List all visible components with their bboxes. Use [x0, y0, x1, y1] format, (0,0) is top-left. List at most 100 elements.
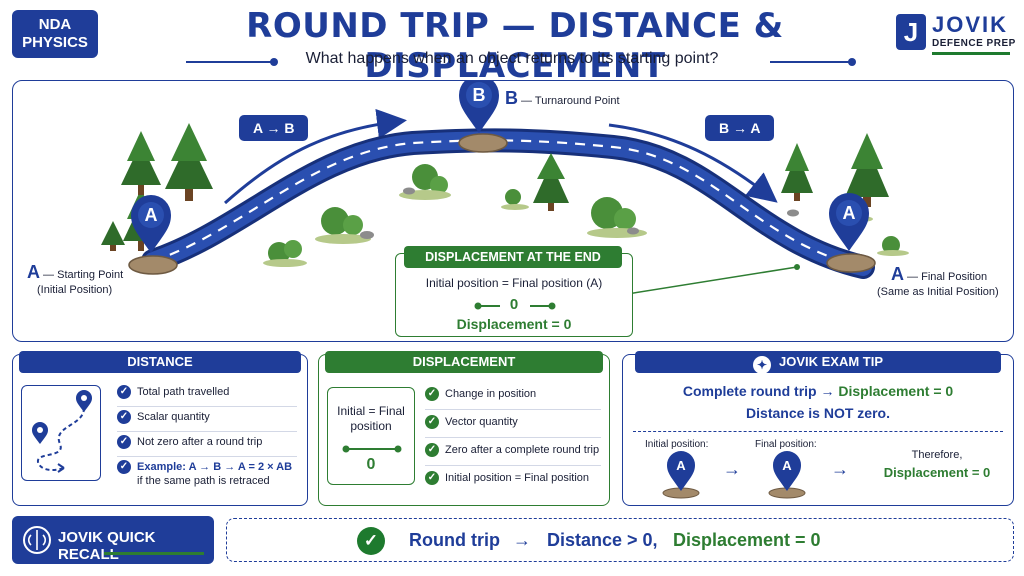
- bush-icon: [399, 164, 451, 200]
- pin-a-final-letter: A: [843, 203, 856, 223]
- displacement-card: DISPLACEMENT Initial = Final position 0 …: [318, 351, 610, 506]
- check-icon: ✓: [117, 385, 131, 399]
- example-text: A → B → A = 2 × AB: [185, 461, 293, 473]
- check-circle-icon: ✓: [357, 527, 385, 555]
- tree-icon: [781, 143, 813, 201]
- platform-a-final: [826, 253, 876, 273]
- divider: [425, 437, 601, 438]
- summary-round-trip: Round trip: [409, 530, 500, 550]
- subtitle-dot-left: [270, 58, 278, 66]
- summary-box: ✓ Round trip → Distance > 0, Displacemen…: [226, 518, 1014, 562]
- divider: [117, 406, 297, 407]
- start-point-label: A — Starting Point (Initial Position): [27, 262, 124, 298]
- final-position-label: Final position:: [755, 439, 817, 450]
- round-trip-scene: A B A A → B B → A A — Starting Point (In…: [12, 80, 1014, 342]
- rock-icon: [787, 209, 799, 217]
- displacement-mini-box: Initial = Final position 0: [327, 387, 415, 485]
- divider: [117, 431, 297, 432]
- platform-a-start: [128, 255, 178, 275]
- badge-line2: PHYSICS: [22, 34, 88, 51]
- brain-icon: [23, 526, 51, 554]
- list-item: ✓Initial position = Final position: [425, 471, 605, 485]
- distance-card-header: DISTANCE: [19, 351, 301, 373]
- map-pin-icon: A: [131, 195, 171, 253]
- divider: [425, 465, 601, 466]
- final-label2: (Same as Initial Position): [877, 286, 999, 298]
- list-item: ✓Total path travelled: [117, 385, 303, 399]
- rock-icon: [403, 187, 415, 195]
- pin-b-letter: B: [473, 85, 486, 105]
- displacement-at-end-zero: 0: [509, 296, 519, 313]
- start-label2: (Initial Position): [37, 284, 113, 296]
- start-label1: — Starting Point: [40, 269, 124, 281]
- tip-pin-initial-letter: A: [676, 458, 686, 473]
- final-point-label: A — Final Position (Same as Initial Posi…: [877, 265, 999, 300]
- tip-line2: Distance is NOT zero.: [746, 405, 890, 421]
- bush-icon: [263, 240, 307, 267]
- displacement-at-end-result: Displacement = 0: [456, 316, 572, 332]
- displacement-card-header: DISPLACEMENT: [325, 351, 603, 373]
- bush-icon: [877, 236, 909, 256]
- logo-mark-icon: J: [896, 14, 926, 50]
- list-item: ✓Change in position: [425, 387, 605, 401]
- list-item: ✓Scalar quantity: [117, 410, 303, 424]
- logo-underline: [932, 52, 1010, 55]
- map-pin-icon: A: [829, 193, 869, 251]
- distance-properties-list: ✓Total path travelled ✓Scalar quantity ✓…: [117, 385, 303, 488]
- tip-pin-final-letter: A: [782, 458, 792, 473]
- bush-icon: [501, 189, 529, 210]
- quick-recall-underline: [104, 552, 204, 555]
- divider: [117, 456, 297, 457]
- direction-a-to-b: A → B: [239, 115, 309, 141]
- arrow-b-to-a: [608, 123, 778, 203]
- check-icon: ✓: [425, 471, 439, 485]
- turn-label: — Turnaround Point: [518, 95, 620, 107]
- displacement-properties-list: ✓Change in position ✓Vector quantity ✓Ze…: [425, 387, 605, 485]
- tree-icon: [101, 221, 125, 251]
- page-subtitle: What happens when an object returns to i…: [305, 50, 719, 67]
- map-pin-icon: [32, 422, 48, 444]
- logo-subtitle: DEFENCE PREP: [932, 38, 1016, 49]
- arrow-a-to-b: [223, 108, 407, 205]
- platform-b: [458, 133, 508, 153]
- summary-distance: Distance > 0,: [547, 530, 658, 550]
- check-icon: ✓: [117, 460, 131, 474]
- bush-icon: [587, 197, 647, 238]
- summary-displacement: Displacement = 0: [673, 530, 821, 550]
- logo-name: JOVIK: [932, 12, 1009, 37]
- rock-icon: [360, 231, 374, 239]
- start-letter: A: [27, 262, 40, 282]
- map-pin-icon: A: [768, 451, 806, 499]
- subtitle-divider-right: [770, 61, 852, 63]
- displacement-at-end-line1: Initial position = Final position (A): [425, 276, 603, 290]
- turnaround-point-label: B — Turnaround Point: [505, 89, 620, 109]
- scene-illustration: A B A: [101, 81, 909, 298]
- arrow-right-icon: →: [831, 459, 849, 479]
- equal-position-icon: [342, 445, 402, 453]
- subtitle-dot-right: [848, 58, 856, 66]
- tip-line1: Complete round trip → Displacement = 0: [682, 383, 954, 399]
- displacement-at-end-header: DISPLACEMENT AT THE END: [404, 246, 622, 268]
- check-icon: ✓: [425, 415, 439, 429]
- pin-a-start-letter: A: [145, 205, 158, 225]
- tip-result: Displacement = 0: [883, 465, 991, 480]
- tree-icon: [533, 153, 569, 211]
- check-icon: ✓: [425, 443, 439, 457]
- divider: [425, 409, 601, 410]
- map-pin-icon: A: [662, 451, 700, 499]
- final-label1: — Final Position: [904, 271, 988, 283]
- bush-icon: [315, 207, 371, 244]
- displacement-at-end-box: DISPLACEMENT AT THE END Initial position…: [395, 246, 633, 337]
- rock-icon: [627, 227, 639, 235]
- distance-card: DISTANCE ✓Total path travelled ✓Scalar q…: [12, 351, 308, 506]
- quick-recall-label: JOVIK QUICK RECALL: [58, 529, 156, 563]
- exam-tip-header: ✦JOVIK EXAM TIP: [635, 351, 1001, 374]
- map-pin-icon: B: [459, 81, 499, 133]
- connector-line: [620, 266, 798, 296]
- badge-line1: NDA: [38, 16, 72, 33]
- check-icon: ✓: [117, 410, 131, 424]
- mini-zero: 0: [366, 456, 376, 473]
- list-item: ✓Zero after a complete round trip: [425, 443, 605, 457]
